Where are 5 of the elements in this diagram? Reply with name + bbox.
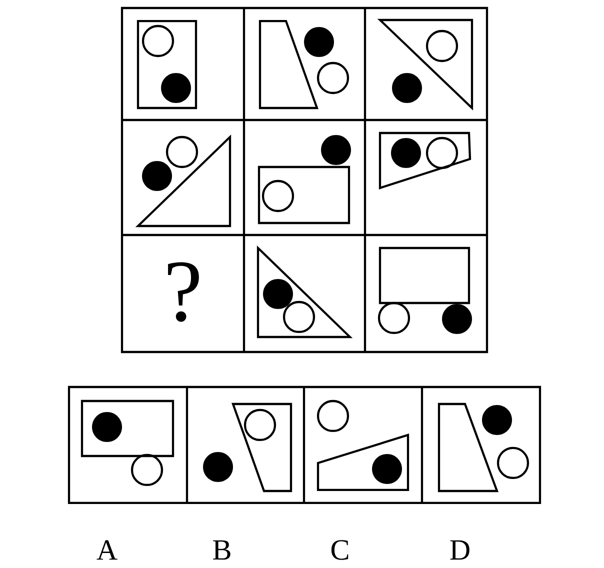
option-letter: A bbox=[96, 540, 118, 560]
option-letter: C bbox=[331, 540, 348, 560]
question-mark: ? bbox=[168, 262, 199, 322]
option-letter: D bbox=[450, 540, 470, 560]
option-letter: B bbox=[213, 540, 230, 560]
